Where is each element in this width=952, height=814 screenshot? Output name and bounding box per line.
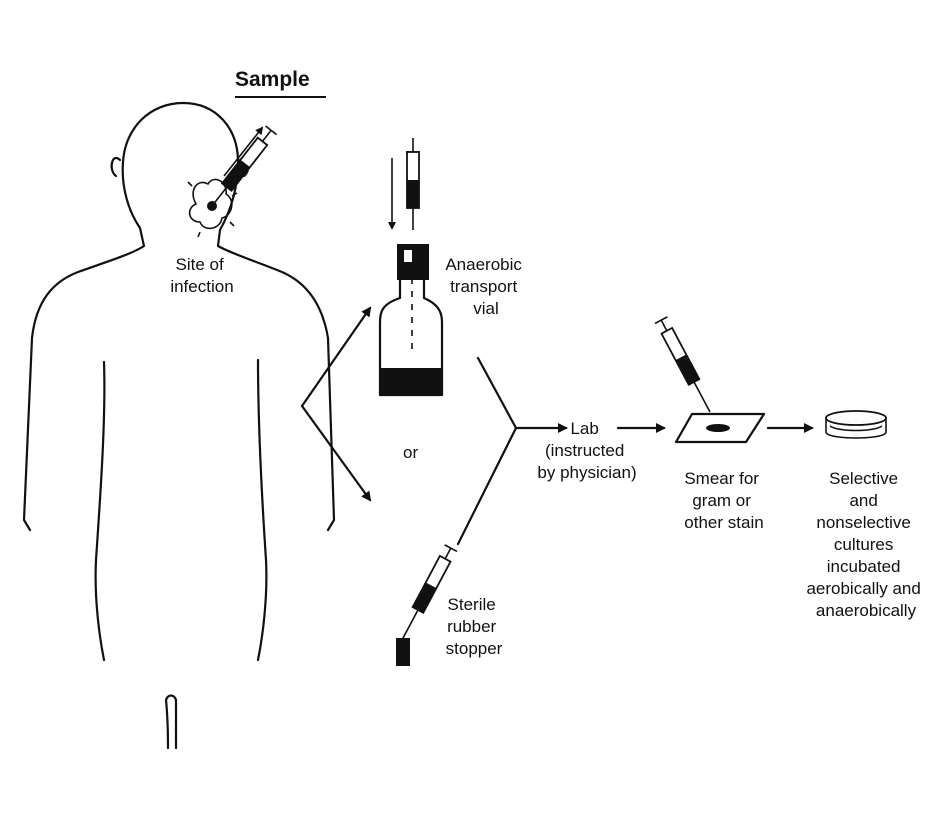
cultures-label: Selective and nonselective cultures incu…	[806, 469, 925, 620]
sterile-rubber-stopper-icon	[396, 638, 410, 666]
sterile-stopper-label: Sterile rubber stopper	[446, 595, 503, 658]
petri-dish-icon	[826, 411, 886, 438]
or-label: or	[403, 443, 418, 462]
sample-title: Sample	[235, 68, 310, 91]
vial-to-lab-line	[478, 358, 516, 428]
anaerobic-transport-vial-icon	[380, 244, 442, 395]
stopper-to-lab-line	[458, 428, 516, 544]
smear-label: Smear for gram or other stain	[684, 469, 763, 532]
human-body-outline	[24, 103, 334, 748]
sample-syringe-icon	[206, 126, 276, 210]
anaerobic-vial-label: Anaerobic transport vial	[445, 255, 526, 318]
arrow-to-vial	[302, 308, 370, 406]
smear-syringe-icon	[655, 317, 716, 415]
arrow-to-stopper	[302, 406, 370, 500]
vial-syringe-icon	[406, 138, 420, 230]
site-of-infection-label: Site of infection	[170, 255, 233, 296]
glass-slide-icon	[676, 414, 764, 442]
